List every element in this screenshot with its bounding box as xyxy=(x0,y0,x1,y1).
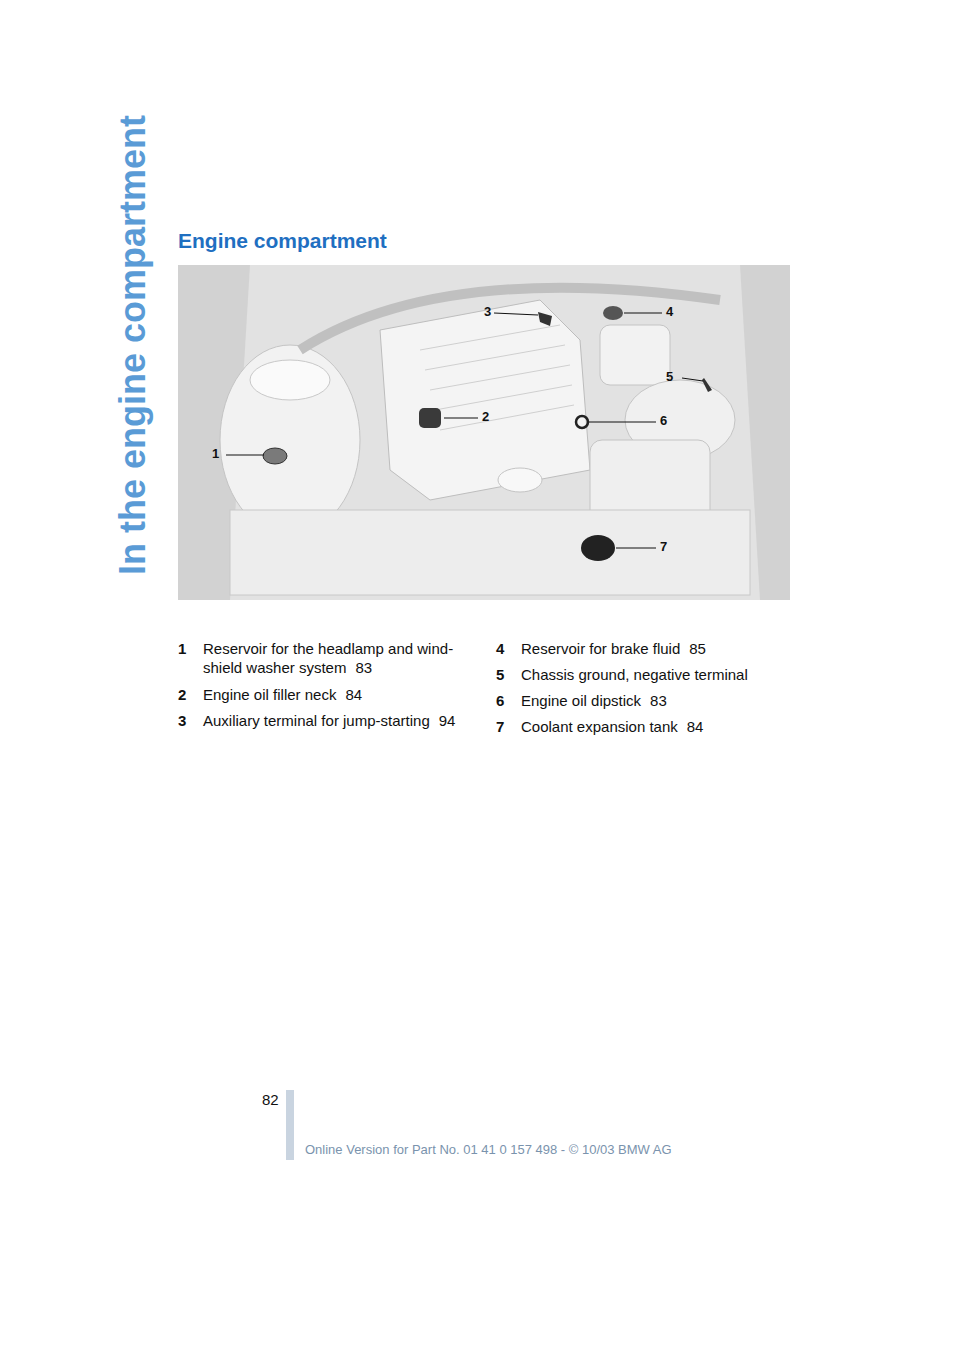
legend-item: 1 Reservoir for the headlamp and wind- sh… xyxy=(178,639,468,677)
footer-text: Online Version for Part No. 01 41 0 157 … xyxy=(305,1142,672,1157)
callout-number: 2 xyxy=(482,409,489,424)
jump-terminal xyxy=(538,312,552,326)
legend-item: 5 Chassis ground, negative terminal xyxy=(496,665,786,684)
page-ref: 83 xyxy=(355,659,372,676)
callout-number: 5 xyxy=(666,369,673,384)
page-ref: 84 xyxy=(687,718,704,735)
page-heading: Engine compartment xyxy=(178,229,387,253)
brake-cap xyxy=(603,306,623,320)
item-body: Engine oil filler neck 84 xyxy=(203,685,468,704)
item-number: 6 xyxy=(496,691,504,710)
strut-top xyxy=(250,360,330,400)
item-number: 1 xyxy=(178,639,186,658)
callout-number: 4 xyxy=(666,304,673,319)
item-body: Reservoir for the headlamp and wind- shi… xyxy=(203,639,468,677)
page-number: 82 xyxy=(262,1091,279,1108)
callout-number: 1 xyxy=(212,446,219,461)
item-body: Engine oil dipstick 83 xyxy=(521,691,786,710)
page-ref: 84 xyxy=(345,686,362,703)
side-title: In the engine compartment xyxy=(112,115,154,575)
legend-item: 2 Engine oil filler neck 84 xyxy=(178,685,468,704)
page-ref: 83 xyxy=(650,692,667,709)
item-text: Reservoir for brake fluid xyxy=(521,640,680,657)
legend-item: 6 Engine oil dipstick 83 xyxy=(496,691,786,710)
brake-reservoir xyxy=(600,325,670,385)
ground-bolt xyxy=(702,378,712,392)
item-number: 2 xyxy=(178,685,186,704)
item-text: Auxiliary terminal for jump-starting xyxy=(203,712,430,729)
cover-ribs xyxy=(420,325,574,430)
washer-cap xyxy=(263,448,287,464)
washer-reservoir xyxy=(220,345,360,535)
item-body: Reservoir for brake fluid 85 xyxy=(521,639,786,658)
item-text: Engine oil filler neck xyxy=(203,686,336,703)
legend-item: 4 Reservoir for brake fluid 85 xyxy=(496,639,786,658)
legend-item: 3 Auxiliary terminal for jump-starting 94 xyxy=(178,711,468,730)
callout-number: 6 xyxy=(660,413,667,428)
item-text: Coolant expansion tank xyxy=(521,718,678,735)
item-text: Engine oil dipstick xyxy=(521,692,641,709)
item-number: 7 xyxy=(496,717,504,736)
page-ref: 94 xyxy=(439,712,456,729)
item-body: Coolant expansion tank 84 xyxy=(521,717,786,736)
legend-item: 7 Coolant expansion tank 84 xyxy=(496,717,786,736)
callout-number: 3 xyxy=(484,304,491,319)
item-number: 3 xyxy=(178,711,186,730)
dipstick xyxy=(576,416,588,428)
engine-cover xyxy=(380,300,590,500)
item-text: Reservoir for the headlamp and wind- shi… xyxy=(203,640,453,676)
page-ref: 85 xyxy=(689,640,706,657)
item-body: Chassis ground, negative terminal xyxy=(521,665,786,684)
item-number: 4 xyxy=(496,639,504,658)
item-number: 5 xyxy=(496,665,504,684)
cap xyxy=(498,468,542,492)
item-text: Chassis ground, negative terminal xyxy=(521,666,748,683)
leader-lines xyxy=(226,313,703,548)
radiator xyxy=(230,510,750,595)
oil-filler xyxy=(419,408,441,428)
coolant-cap xyxy=(581,535,615,561)
item-body: Auxiliary terminal for jump-starting 94 xyxy=(203,711,468,730)
callout-number: 7 xyxy=(660,539,667,554)
footer-bar xyxy=(286,1090,294,1160)
illustration-ground xyxy=(178,265,790,600)
